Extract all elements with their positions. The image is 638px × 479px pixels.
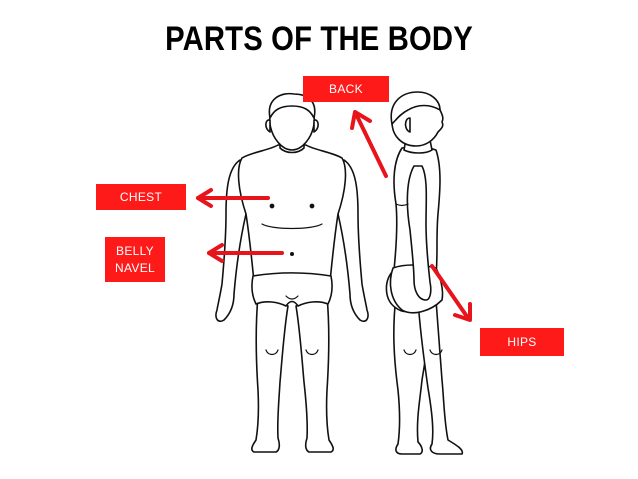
front-figure [215, 92, 369, 453]
arrow-belly [207, 243, 284, 263]
arrow-chest [196, 188, 270, 208]
label-belly-navel: BELLY NAVEL [105, 237, 165, 282]
side-figure-details [395, 203, 443, 356]
arrow-hips [430, 264, 472, 322]
arrow-back [350, 110, 388, 178]
label-navel-text: NAVEL [115, 260, 155, 275]
label-chest: CHEST [96, 184, 186, 210]
label-chest-text: CHEST [119, 189, 163, 204]
front-figure-details [261, 203, 323, 356]
label-back-text: BACK [329, 81, 363, 96]
side-figure [385, 91, 464, 455]
label-hips-text: HIPS [507, 334, 537, 349]
label-hips: HIPS [480, 328, 564, 356]
label-belly-text: BELLY [116, 244, 154, 259]
label-back: BACK [303, 76, 389, 102]
page-title: PARTS OF THE BODY [165, 20, 473, 58]
